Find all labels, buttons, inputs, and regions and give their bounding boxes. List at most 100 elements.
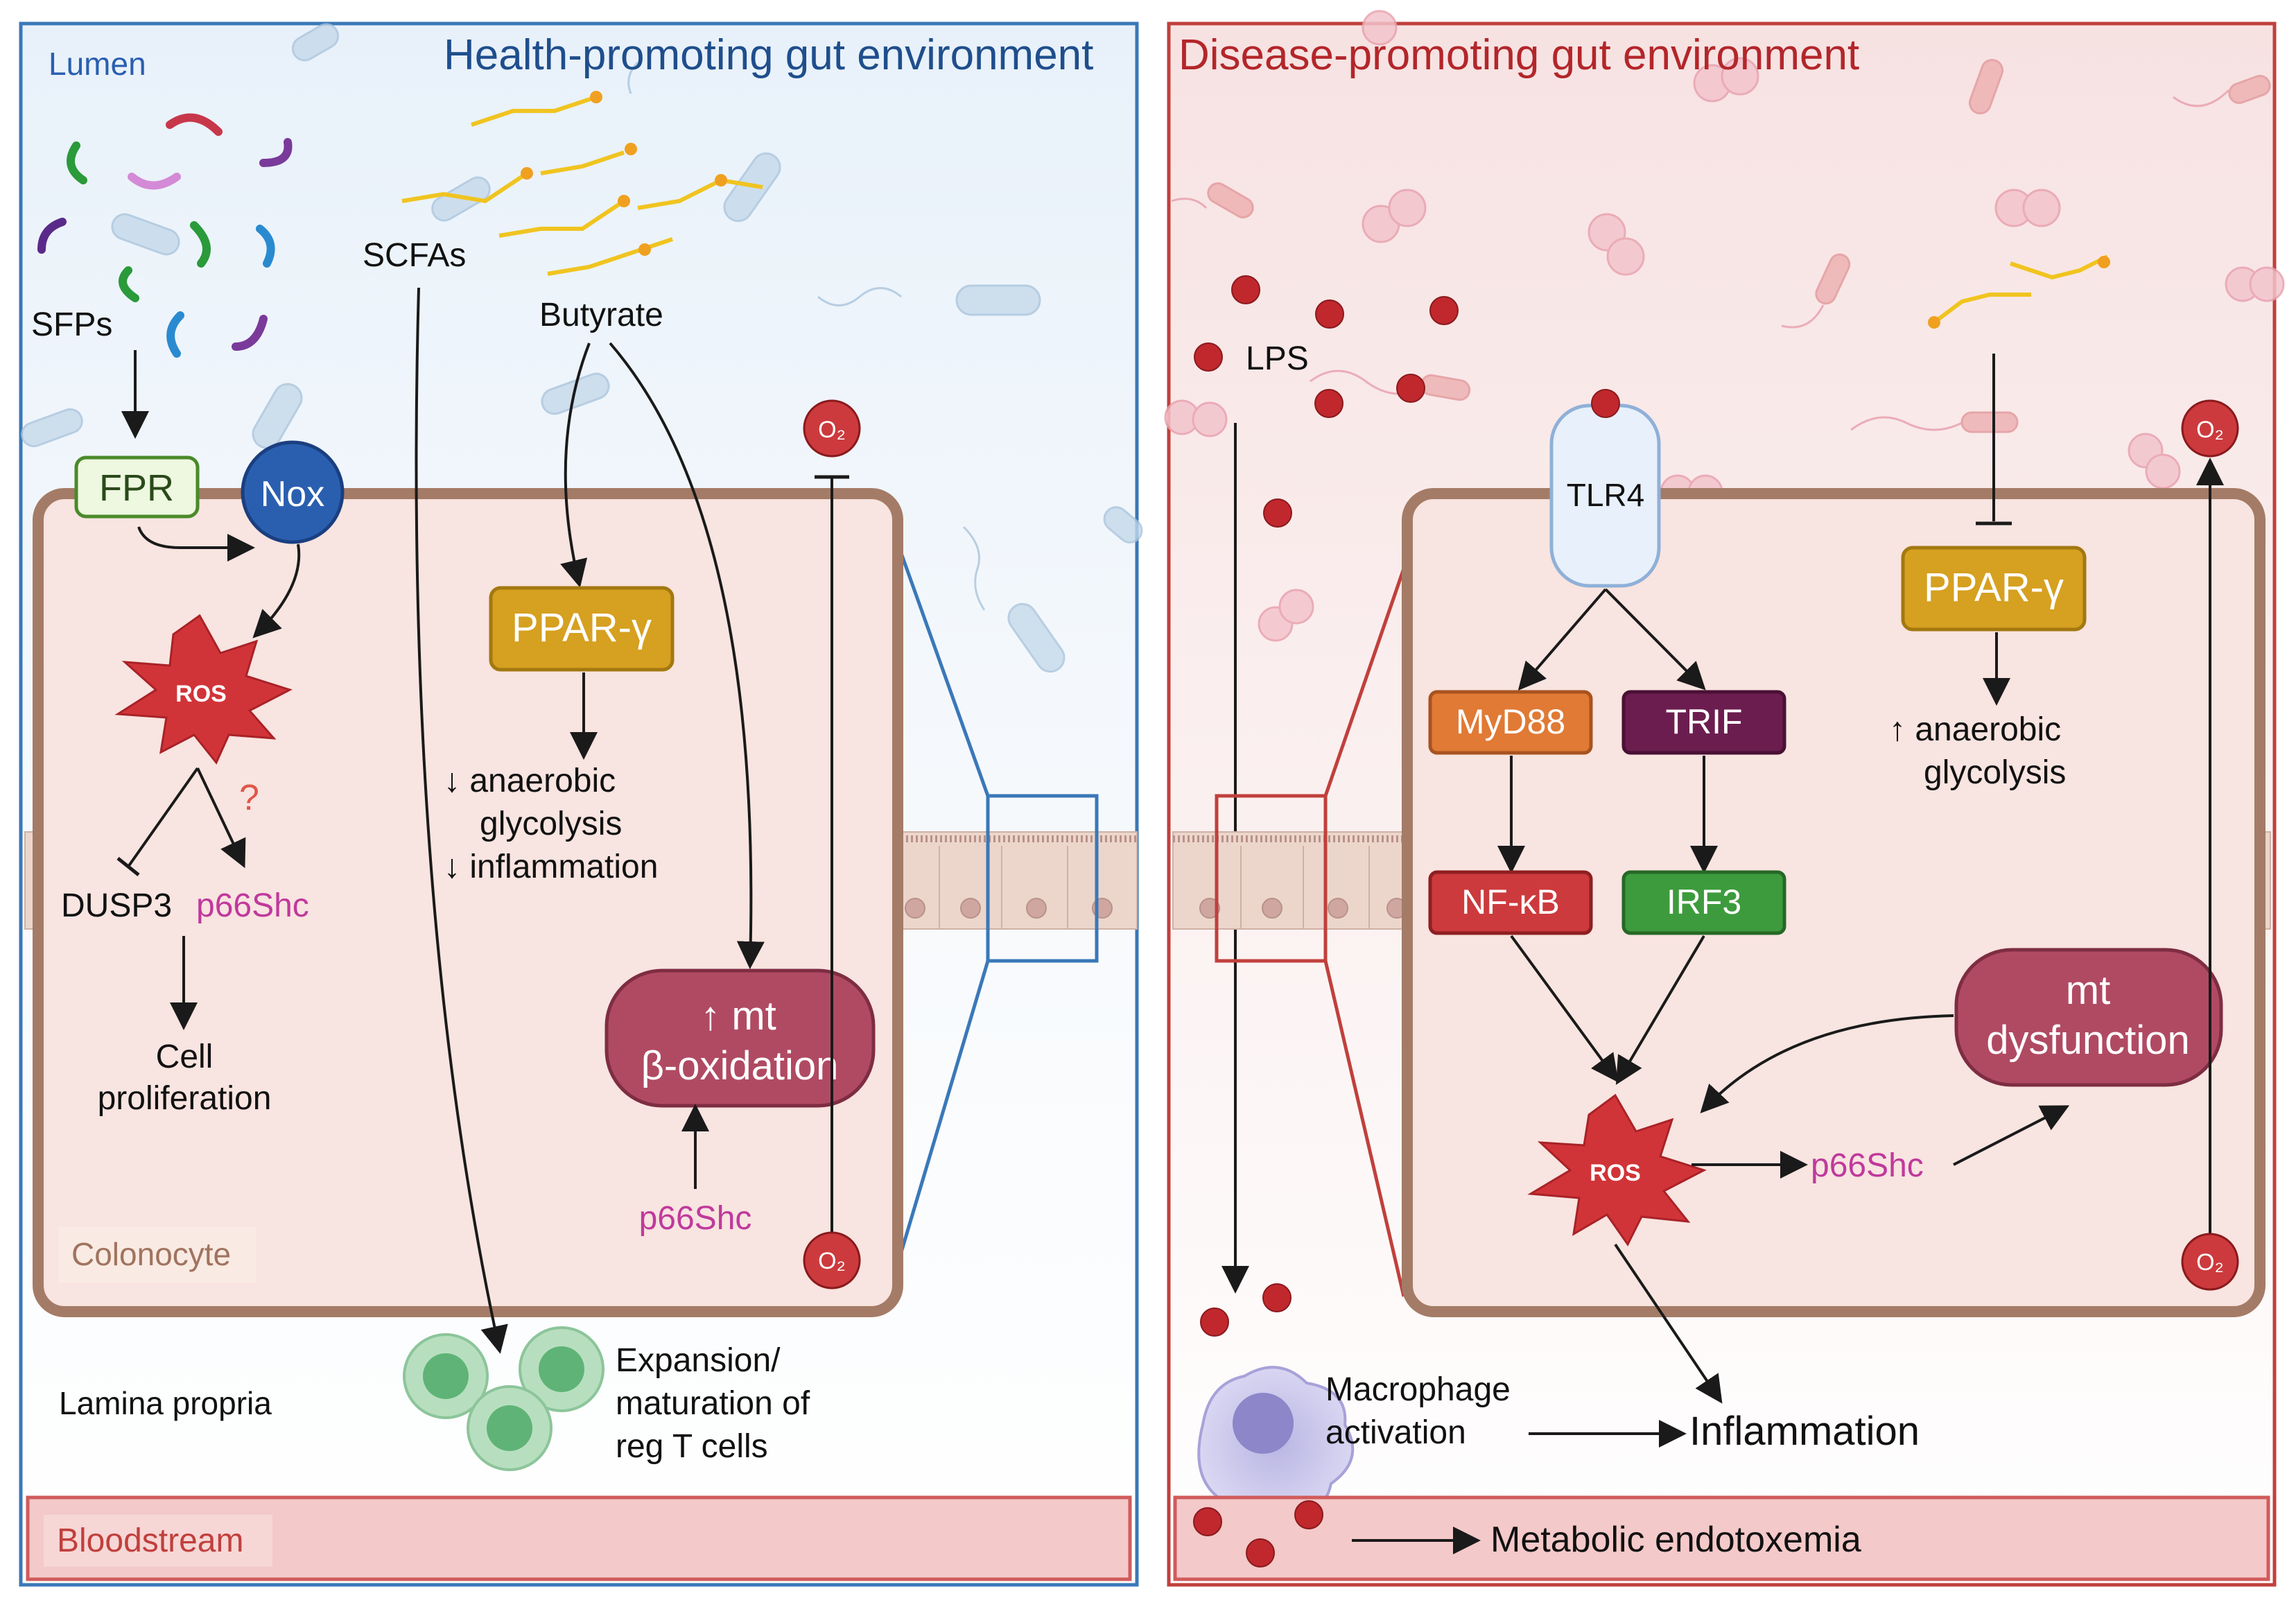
scfas-to-treg-arrow bbox=[415, 287, 508, 1354]
fpr-label: FPR bbox=[99, 467, 174, 509]
ros-inhibits-dusp3 bbox=[127, 767, 199, 868]
treg-cells bbox=[403, 1326, 605, 1471]
right-panel: Disease-promoting gut environment LPS bbox=[1164, 10, 2285, 1587]
butyrate-to-ppar-arrow bbox=[560, 342, 591, 588]
ppar-gamma-label-right: PPAR-γ bbox=[1924, 565, 2064, 610]
irf3-box bbox=[1621, 870, 1786, 935]
lps-in-blood bbox=[1193, 1500, 1323, 1567]
myd88-box bbox=[1428, 690, 1593, 755]
ppar-right-effect-line1: ↑ anaerobic bbox=[1889, 711, 2061, 748]
mt-dysfunction-line2: dysfunction bbox=[1986, 1018, 2189, 1063]
fpr-receptor bbox=[74, 455, 200, 519]
mt-beta-oxidation-line1: ↑ mt bbox=[700, 993, 776, 1039]
butyrate-label: Butyrate bbox=[539, 297, 663, 333]
lamina-propria-label: Lamina propria bbox=[59, 1385, 272, 1421]
zoom-box-left bbox=[986, 794, 1099, 963]
lumen-label: Lumen bbox=[49, 46, 146, 82]
o2-top-left-label: O₂ bbox=[818, 417, 846, 443]
nfkb-to-ros-arrow bbox=[1510, 935, 1619, 1083]
endotoxemia-label: Metabolic endotoxemia bbox=[1490, 1520, 1861, 1560]
epithelium-strip-right bbox=[1172, 831, 2271, 930]
myd88-label: MyD88 bbox=[1456, 702, 1565, 741]
mt-dysfunction-box bbox=[1954, 948, 2223, 1087]
mt-dysfunction-line1: mt bbox=[2066, 968, 2110, 1013]
p66shc-label-left: p66Shc bbox=[196, 887, 309, 924]
ppar-gamma-box-left bbox=[489, 586, 675, 672]
zoom-line-right-bottom bbox=[1323, 960, 1406, 1297]
sfp-fragments bbox=[37, 113, 293, 358]
fpr-to-nox-arrow bbox=[137, 526, 255, 562]
p66shc-to-mt-dysfunction-arrow bbox=[1953, 1105, 2070, 1166]
pathogen-cocci-decor bbox=[1164, 10, 2285, 642]
ros-burst-right bbox=[1527, 1093, 1707, 1246]
colonocyte-label: Colonocyte bbox=[71, 1236, 231, 1272]
ros-burst-left bbox=[114, 614, 293, 765]
left-panel-title: Health-promoting gut environment bbox=[444, 31, 1093, 79]
ppar-effect-line2: glycolysis bbox=[480, 806, 622, 842]
sfps-label: SFPs bbox=[31, 306, 112, 343]
nox-label: Nox bbox=[261, 474, 324, 514]
o2-top-left bbox=[803, 399, 861, 458]
mt-beta-oxidation-box bbox=[605, 968, 876, 1108]
zoom-box-right bbox=[1215, 794, 1328, 963]
nox-enzyme bbox=[241, 440, 345, 544]
irf3-label: IRF3 bbox=[1667, 883, 1741, 921]
lps-label: LPS bbox=[1246, 340, 1309, 377]
butyrate-to-mt-arrow bbox=[609, 342, 765, 969]
bloodstream-label: Bloodstream bbox=[57, 1522, 243, 1559]
treg-line1: Expansion/ bbox=[616, 1342, 781, 1379]
ppar-effect-line3: ↓ inflammation bbox=[444, 849, 658, 885]
irf3-to-ros-arrow bbox=[1615, 935, 1705, 1085]
scfa-chain-tips bbox=[521, 91, 727, 256]
zoom-line-left-bottom bbox=[892, 960, 990, 1276]
zoom-line-right-top bbox=[1323, 568, 1406, 797]
macrophage-line1: Macrophage bbox=[1325, 1371, 1511, 1408]
treg-line3: reg T cells bbox=[616, 1428, 768, 1465]
lps-bound-tlr4 bbox=[1591, 389, 1620, 418]
ppar-right-effect-line2: glycolysis bbox=[1924, 754, 2066, 791]
scfas-label: SCFAs bbox=[363, 237, 466, 274]
bloodstream-right bbox=[1173, 1495, 2270, 1581]
treg-line2: maturation of bbox=[616, 1385, 810, 1422]
pathogen-rods-decor bbox=[1207, 59, 2271, 433]
colonocyte-label-bg bbox=[58, 1227, 256, 1283]
o2-top-right-label: O₂ bbox=[2196, 417, 2224, 443]
p66shc-label-left-bottom: p66Shc bbox=[639, 1200, 752, 1237]
cell-proliferation-line1: Cell bbox=[156, 1039, 214, 1075]
right-panel-title: Disease-promoting gut environment bbox=[1179, 31, 1859, 79]
o2-bottom-left bbox=[803, 1231, 861, 1289]
cell-proliferation-line2: proliferation bbox=[98, 1080, 272, 1117]
ros-to-inflammation-arrow bbox=[1614, 1243, 1723, 1404]
butyrate-chain-right-tips bbox=[1928, 256, 2110, 329]
ppar-gamma-label-left: PPAR-γ bbox=[512, 605, 652, 650]
o2-top-right bbox=[2181, 399, 2239, 458]
nfkb-box bbox=[1428, 870, 1593, 935]
left-panel: Lumen Health-promoting gut environment S… bbox=[19, 21, 1143, 1587]
ros-inhibits-dusp3-bar bbox=[116, 857, 140, 876]
epithelium-strip-left bbox=[901, 831, 1138, 930]
trif-box bbox=[1621, 690, 1786, 755]
macrophage bbox=[1197, 1366, 1355, 1521]
o2-bottom-right bbox=[2181, 1233, 2239, 1291]
lumen-bacteria-decor bbox=[21, 23, 1143, 673]
tlr4-to-myd88-arrow bbox=[1517, 588, 1607, 691]
nox-to-ros-arrow bbox=[252, 544, 301, 639]
inflammation-label: Inflammation bbox=[1689, 1409, 1920, 1454]
trif-label: TRIF bbox=[1665, 702, 1742, 741]
o2-bottom-right-label: O₂ bbox=[2196, 1249, 2224, 1276]
lumen-flagella-decor bbox=[627, 61, 986, 611]
macrophage-line2: activation bbox=[1325, 1414, 1466, 1451]
mt-beta-oxidation-line2: β-oxidation bbox=[641, 1043, 839, 1088]
butyrate-chain-right bbox=[1933, 254, 2109, 324]
scfa-chains bbox=[401, 95, 763, 276]
tlr4-to-trif-arrow bbox=[1604, 588, 1706, 690]
mt-dysfunction-to-ros-arrow bbox=[1700, 1014, 1954, 1113]
ppar-gamma-box-right bbox=[1901, 546, 2087, 632]
zoom-line-left-top bbox=[892, 533, 990, 797]
dusp3-label: DUSP3 bbox=[61, 887, 172, 924]
bloodstream-label-bg bbox=[44, 1515, 272, 1567]
question-mark: ? bbox=[239, 778, 259, 818]
ppar-effect-line1: ↓ anaerobic bbox=[444, 763, 616, 799]
ros-label-right: ROS bbox=[1590, 1160, 1641, 1186]
